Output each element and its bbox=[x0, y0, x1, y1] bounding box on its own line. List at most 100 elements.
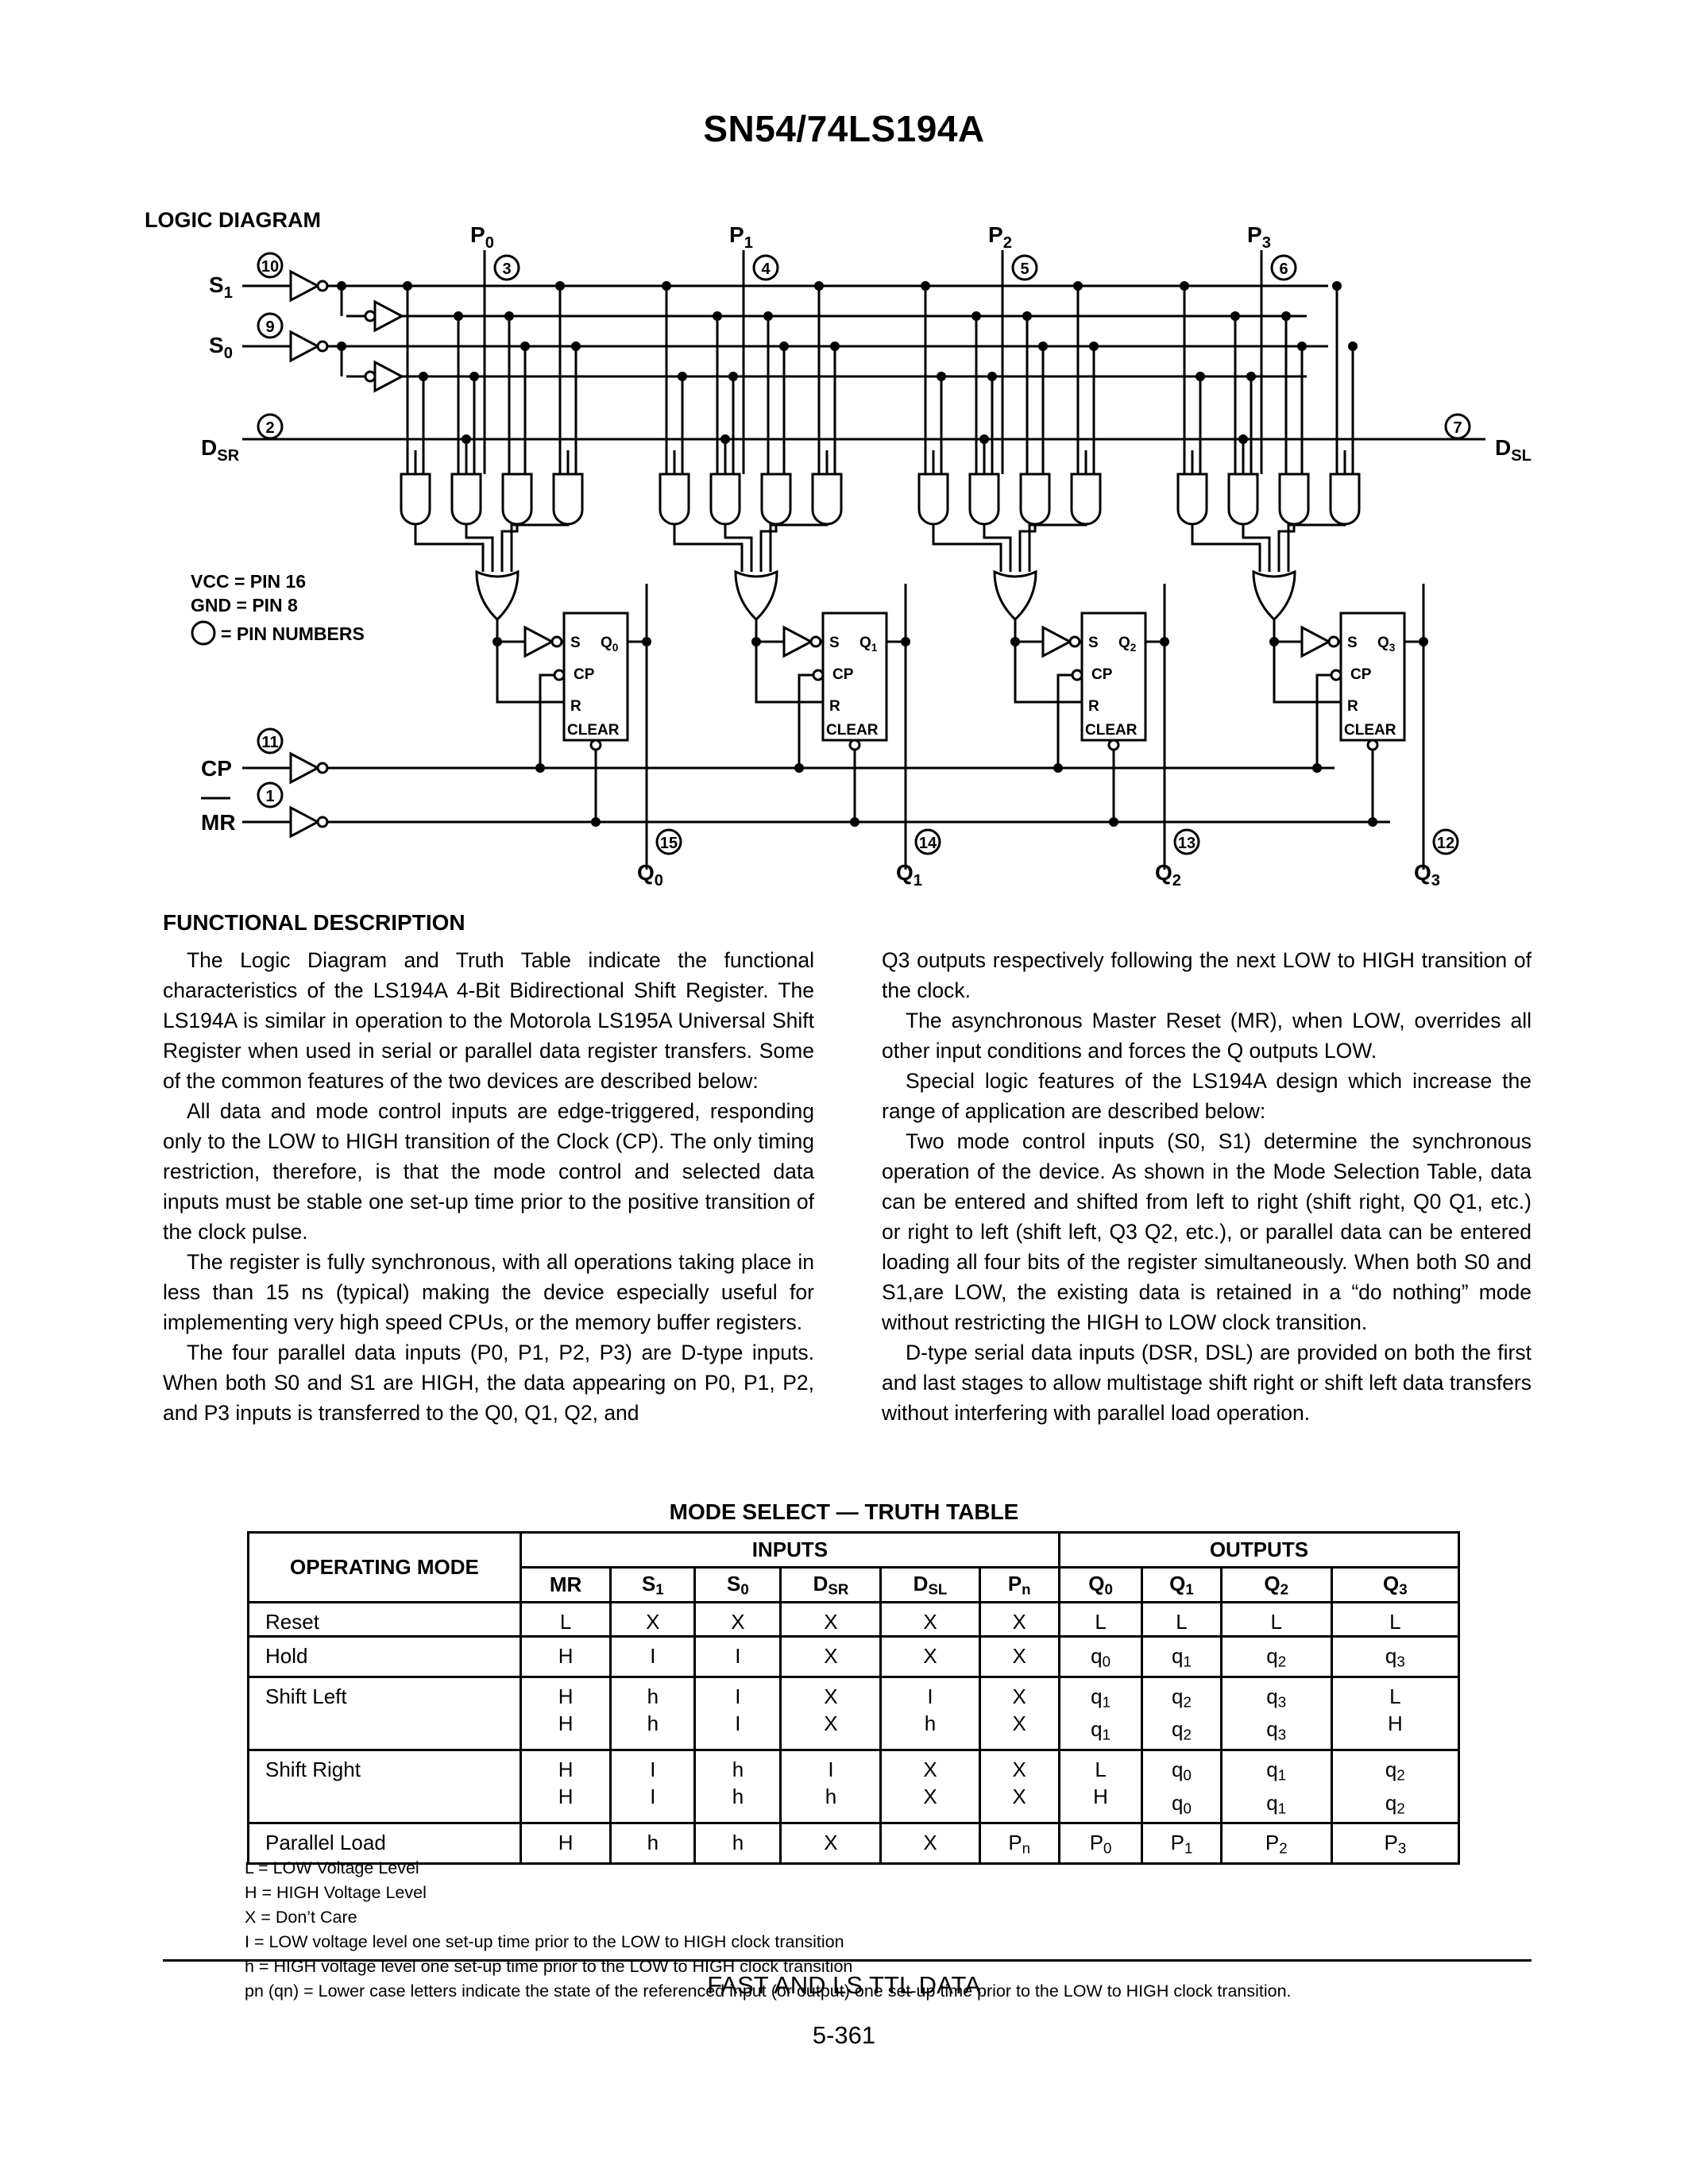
ff-pin-label: CLEAR bbox=[826, 722, 879, 739]
pin-number-circle bbox=[257, 312, 284, 339]
inversion-bubble bbox=[364, 370, 377, 383]
junction-dot bbox=[1196, 372, 1205, 381]
description-paragraph: The register is fully synchronous, with … bbox=[163, 1250, 814, 1334]
table-cell: X bbox=[609, 1601, 697, 1638]
junction-dot bbox=[662, 281, 671, 291]
table-cell: X bbox=[779, 1635, 883, 1678]
inversion-bubble bbox=[1366, 739, 1379, 751]
pin-number-circle bbox=[1270, 254, 1297, 281]
junction-dot bbox=[763, 311, 773, 321]
output-label: Q1 bbox=[896, 860, 922, 889]
wire bbox=[759, 524, 778, 572]
mode-cell: Shift Right bbox=[247, 1749, 522, 1825]
pin-number: 1 bbox=[265, 788, 274, 805]
table-cell: H bbox=[519, 1822, 612, 1866]
description-paragraph: Q3 outputs respectively following the ne… bbox=[882, 948, 1532, 1002]
pin-number: 3 bbox=[502, 260, 511, 278]
ff-pin-label: Q3 bbox=[1377, 635, 1396, 654]
table-cell: h bbox=[609, 1822, 697, 1866]
table-cell: X bbox=[879, 1822, 981, 1866]
parallel-input-label: P0 bbox=[470, 222, 494, 252]
description-paragraph: D-type serial data inputs (DSR, DSL) are… bbox=[882, 1341, 1532, 1425]
wire bbox=[673, 524, 744, 572]
col-header: S0 bbox=[693, 1566, 782, 1603]
junction-dot bbox=[1022, 311, 1032, 321]
gnd-note: GND = PIN 8 bbox=[191, 595, 298, 615]
input-buffer bbox=[289, 269, 321, 303]
ff-pin-label: CP bbox=[1350, 666, 1372, 683]
inverter bbox=[373, 360, 405, 393]
inversion-bubble bbox=[1068, 635, 1081, 648]
table-cell: q2 bbox=[1219, 1635, 1333, 1678]
ff-pin-label: CLEAR bbox=[1085, 722, 1138, 739]
junction-dot bbox=[1312, 763, 1322, 773]
inverter bbox=[373, 299, 405, 333]
ff-pin-label: R bbox=[829, 698, 840, 715]
ff-pin-label: CLEAR bbox=[1344, 722, 1396, 739]
inversion-bubble bbox=[316, 762, 329, 774]
pin-number-circle bbox=[1173, 828, 1200, 855]
ff-pin-label: S bbox=[829, 635, 840, 651]
junction-dot bbox=[1160, 637, 1169, 646]
wire bbox=[932, 524, 1002, 572]
ff-pin-label: Q2 bbox=[1118, 635, 1137, 654]
input-label: S1 bbox=[209, 272, 233, 302]
pin-number-circle bbox=[1432, 828, 1459, 855]
junction-dot bbox=[1269, 637, 1279, 646]
inversion-bubble bbox=[589, 739, 602, 751]
output-label: Q0 bbox=[637, 860, 663, 889]
and-gate bbox=[1329, 473, 1361, 526]
junction-dot bbox=[901, 637, 910, 646]
and-gate bbox=[811, 473, 843, 526]
junction-dot bbox=[337, 341, 346, 351]
table-cell: H bbox=[519, 1635, 612, 1678]
junction-dot bbox=[454, 311, 463, 321]
junction-dot bbox=[642, 637, 651, 646]
ff-pin-label: Q1 bbox=[859, 635, 878, 654]
col-header: DSL bbox=[879, 1566, 981, 1603]
table-cell: q0 bbox=[1057, 1635, 1144, 1678]
table-cell: q1 bbox=[1141, 1635, 1223, 1678]
ff-pin-label: R bbox=[570, 698, 581, 715]
note-line: X = Don’t Care bbox=[245, 1908, 357, 1927]
inversion-bubble bbox=[550, 635, 563, 648]
mode-cell: Shift Left bbox=[247, 1675, 522, 1752]
wire bbox=[414, 524, 485, 572]
col-header-inputs: INPUTS bbox=[519, 1531, 1060, 1569]
junction-dot bbox=[419, 372, 428, 381]
pin-number: 10 bbox=[261, 258, 279, 276]
pin-number: 6 bbox=[1279, 260, 1288, 278]
note-line: L = LOW Voltage Level bbox=[245, 1858, 419, 1877]
description-paragraph: Special logic features of the LS194A des… bbox=[882, 1069, 1532, 1123]
description-paragraph: All data and mode control inputs are edg… bbox=[163, 1099, 814, 1244]
table-cell: L bbox=[1330, 1601, 1461, 1638]
page-number: 5-361 bbox=[812, 2021, 876, 2049]
ff-pin-label: CLEAR bbox=[567, 722, 620, 739]
ff-pin-label: S bbox=[1088, 635, 1099, 651]
note-line: H = HIGH Voltage Level bbox=[245, 1883, 427, 1902]
diagram-junctions bbox=[337, 281, 1428, 827]
inversion-bubble bbox=[316, 280, 329, 292]
footer-divider bbox=[163, 1959, 1532, 1962]
parallel-input-label: P1 bbox=[729, 222, 753, 252]
junction-dot bbox=[720, 434, 730, 444]
inversion-bubble bbox=[1107, 739, 1120, 751]
col-header-operating-mode: OPERATING MODE bbox=[247, 1531, 522, 1603]
or-gate bbox=[1252, 569, 1296, 622]
note-line: pn (qn) = Lower case letters indicate th… bbox=[245, 1981, 1292, 2001]
inverter bbox=[782, 625, 814, 658]
col-header: Q0 bbox=[1057, 1566, 1144, 1603]
junction-dot bbox=[1073, 281, 1083, 291]
junction-dot bbox=[337, 281, 346, 291]
table-cell: X bbox=[779, 1601, 883, 1638]
pin-number: 9 bbox=[265, 318, 274, 336]
table-cell: L bbox=[1057, 1601, 1144, 1638]
junction-dot bbox=[1332, 281, 1342, 291]
pin-number: 11 bbox=[261, 734, 278, 751]
